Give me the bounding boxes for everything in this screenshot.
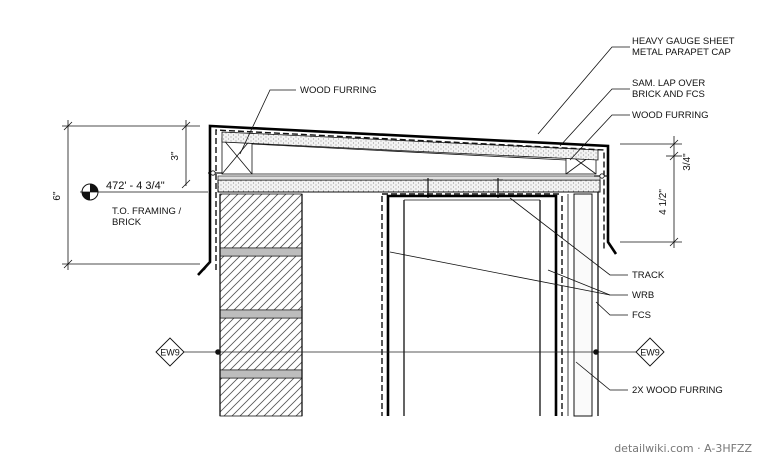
- svg-text:SAM. LAP OVER: SAM. LAP OVER: [632, 78, 705, 89]
- svg-text:T.O. FRAMING /: T.O. FRAMING /: [112, 206, 182, 217]
- callout-wood-furring-left: WOOD FURRING: [239, 85, 377, 155]
- sam-membrane: [215, 129, 605, 270]
- svg-text:3": 3": [170, 151, 181, 161]
- callout-wrb: WRB: [389, 251, 654, 301]
- callout-sam-lap: SAM. LAP OVER BRICK AND FCS: [559, 78, 705, 147]
- top-plate: [217, 175, 601, 193]
- left-dimensions: 6" 3": [52, 120, 200, 270]
- svg-text:FCS: FCS: [632, 310, 651, 321]
- fcs-panel: [567, 192, 599, 417]
- wrb-lines: [381, 193, 563, 416]
- svg-text:BRICK AND FCS: BRICK AND FCS: [632, 89, 705, 100]
- grid-tag-left: EW9: [155, 337, 185, 367]
- svg-text:EW9: EW9: [160, 348, 180, 358]
- callout-track: TRACK: [509, 197, 665, 281]
- svg-text:HEAVY GAUGE SHEET: HEAVY GAUGE SHEET: [632, 36, 735, 47]
- parapet-cap: [197, 124, 618, 276]
- svg-text:6": 6": [52, 191, 63, 201]
- svg-text:BRICK: BRICK: [112, 217, 142, 228]
- svg-text:METAL PARAPET CAP: METAL PARAPET CAP: [632, 47, 731, 58]
- elevation-marker: 472' - 4 3/4" T.O. FRAMING / BRICK: [80, 180, 208, 228]
- brick-veneer: [219, 193, 303, 417]
- watermark: detailwiki.com · A-3HFZZ: [614, 442, 752, 455]
- svg-text:WOOD FURRING: WOOD FURRING: [300, 85, 377, 96]
- svg-text:EW9: EW9: [640, 348, 660, 358]
- grid-tag-right: EW9: [635, 337, 665, 367]
- callout-wood-furring-right: WOOD FURRING: [569, 110, 709, 161]
- callout-parapet-cap: HEAVY GAUGE SHEET METAL PARAPET CAP: [537, 36, 735, 135]
- svg-text:WOOD FURRING: WOOD FURRING: [632, 110, 709, 121]
- svg-text:2X WOOD FURRING: 2X WOOD FURRING: [632, 385, 723, 396]
- metal-track: [386, 194, 558, 416]
- svg-text:TRACK: TRACK: [632, 270, 665, 281]
- svg-text:4 1/2": 4 1/2": [658, 189, 669, 215]
- callout-2x-wood-furring: 2X WOOD FURRING: [575, 361, 723, 396]
- tapered-furring: [221, 131, 599, 175]
- grid-line-ew9: EW9 EW9: [155, 337, 665, 367]
- svg-text:WRB: WRB: [632, 290, 654, 301]
- callout-fcs: FCS: [595, 301, 651, 321]
- right-dimensions: 3/4" 4 1/2": [620, 136, 693, 248]
- svg-text:472' - 4 3/4": 472' - 4 3/4": [106, 180, 165, 192]
- svg-text:3/4": 3/4": [682, 153, 693, 171]
